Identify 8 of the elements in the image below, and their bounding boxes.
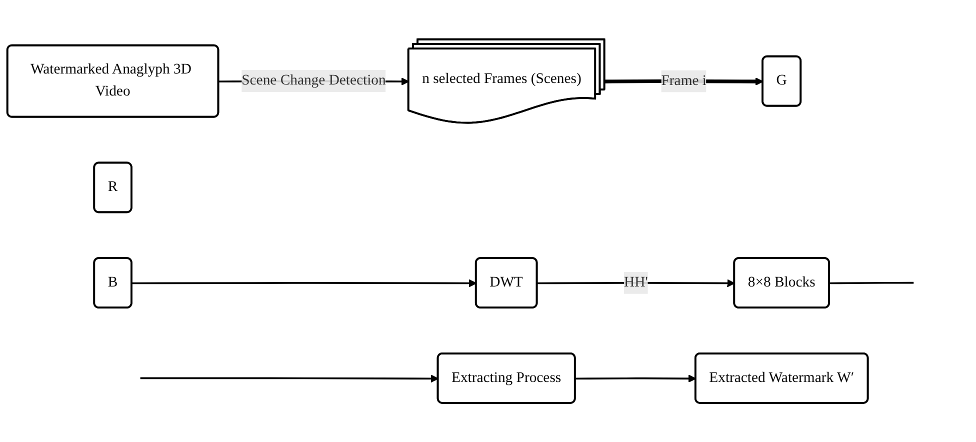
edge-label: Scene Change Detection [242,72,386,88]
arrow [575,374,696,382]
arrow [140,374,439,382]
edge-label: HH' [624,274,648,290]
arrow [537,279,735,288]
connector [829,282,914,284]
edge-label: Frame i [661,72,706,88]
arrow [132,279,477,288]
